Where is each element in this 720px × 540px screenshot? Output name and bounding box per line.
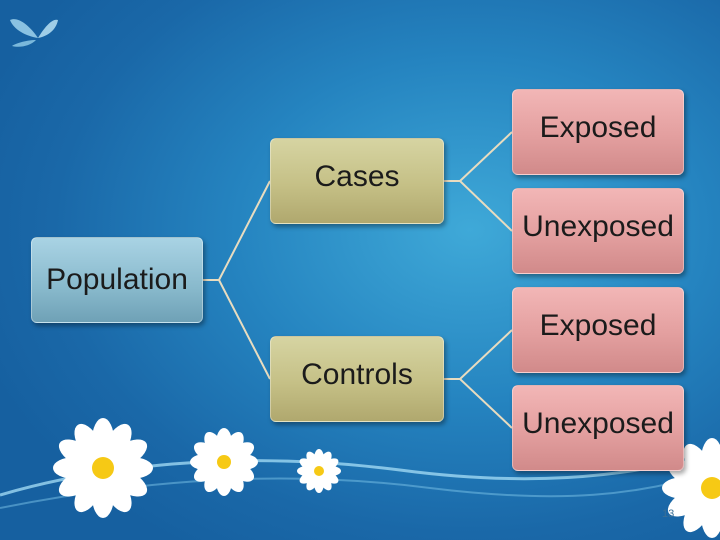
node-cases-label: Cases [314,160,400,193]
page-number: 13 [662,508,675,520]
node-cases-unexposed-label: Unexposed [522,210,674,243]
daisy-flower-icon [662,438,720,538]
butterfly-icon [10,19,58,47]
connector-cases-exposed [444,131,513,182]
node-controls-exposed: Exposed [512,287,684,373]
connector-lines [203,131,513,429]
daisy-flower-icon [297,449,341,493]
node-population-label: Population [46,263,188,296]
connector-controls-unexposed [444,378,513,429]
connector-controls-exposed [444,329,513,380]
connector-cases-unexposed [444,180,513,232]
node-population: Population [31,237,203,323]
daisy-flower-icon [53,418,153,518]
node-controls-label: Controls [301,358,413,391]
daisy-flower-icon [190,428,258,496]
node-controls-unexposed: Unexposed [512,385,684,471]
node-cases-unexposed: Unexposed [512,188,684,274]
node-cases-exposed-label: Exposed [539,111,657,144]
connector-population-controls [203,279,271,380]
connector-population-cases [203,180,271,281]
node-controls-exposed-label: Exposed [539,309,657,342]
node-cases-exposed: Exposed [512,89,684,175]
node-controls: Controls [270,336,444,422]
node-controls-unexposed-label: Unexposed [522,407,674,440]
node-cases: Cases [270,138,444,224]
